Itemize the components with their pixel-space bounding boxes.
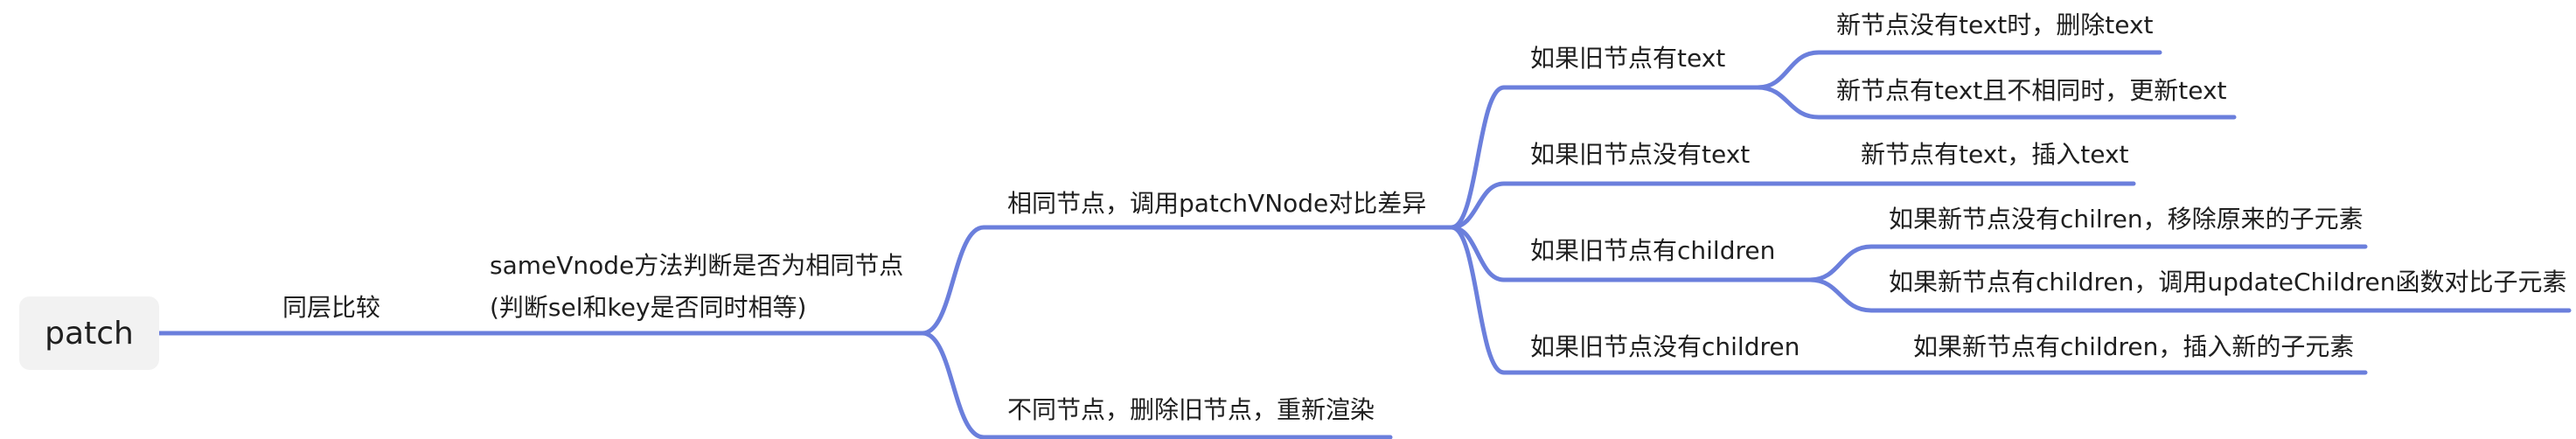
- branch-1-label: 如果旧节点有text: [1530, 44, 1726, 73]
- connector-to-same-node: [920, 225, 1454, 336]
- connector-b3-c2: [1807, 277, 2572, 313]
- branch-2-label: 如果旧节点没有text: [1530, 140, 1751, 169]
- connector-b1-c1: [1755, 50, 2162, 90]
- branch-2-child-1: 新节点有text，插入text: [1861, 140, 2129, 169]
- branch-1-child-2: 新节点有text且不相同时，更新text: [1836, 76, 2227, 105]
- branch-3-label: 如果旧节点有children: [1530, 236, 1776, 265]
- branch-4-child-1: 如果新节点有children，插入新的子元素: [1913, 332, 2355, 361]
- level1-label: 同层比较: [282, 293, 381, 322]
- branch-3-child-1: 如果新节点没有chilren，移除原来的子元素: [1889, 205, 2364, 233]
- diff-node-label: 不同节点，删除旧节点，重新渲染: [1007, 395, 1375, 424]
- root-node[interactable]: patch: [19, 296, 159, 370]
- branch-1-child-1: 新节点没有text时，删除text: [1836, 10, 2154, 39]
- connector-b3-c1: [1807, 244, 2368, 282]
- level2-node: sameVnode方法判断是否为相同节点 (判断sel和key是否同时相等): [490, 245, 903, 329]
- level2-line1: sameVnode方法判断是否为相同节点: [490, 251, 904, 280]
- branch-4-label: 如果旧节点没有children: [1530, 332, 1800, 361]
- connector-b1-c2: [1755, 85, 2237, 120]
- same-node-label: 相同节点，调用patchVNode对比差异: [1007, 189, 1427, 218]
- connector-to-branch-4: [1449, 225, 1821, 375]
- connector-to-branch-1: [1449, 85, 1760, 230]
- branch-3-child-2: 如果新节点有children，调用updateChildren函数对比子元素: [1889, 268, 2567, 296]
- connector-to-diff-node: [920, 331, 1393, 439]
- connector-to-branch-2: [1449, 181, 1760, 230]
- root-label: patch: [45, 315, 134, 352]
- level2-line2: (判断sel和key是否同时相等): [490, 293, 807, 322]
